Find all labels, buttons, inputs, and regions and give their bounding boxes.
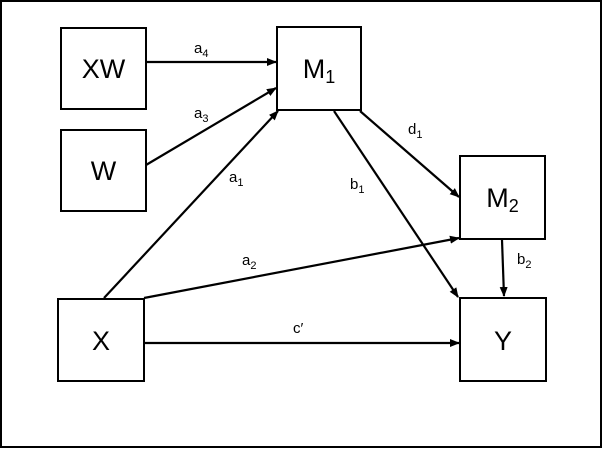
- edge-w-m1: [145, 87, 277, 166]
- node-m2-box: [459, 155, 546, 240]
- edge-label-b2: b2: [517, 251, 531, 271]
- node-m1: M1: [276, 26, 362, 111]
- node-m2-label: M2: [486, 183, 519, 216]
- edge-x-m2: [143, 235, 460, 300]
- node-y-label: Y: [494, 326, 512, 356]
- edge-m2-y: [499, 239, 508, 297]
- node-m1-box: [276, 26, 362, 111]
- node-xw-box: [60, 27, 147, 110]
- edge-x-m1: [103, 110, 279, 299]
- edge-label-a4: a4: [194, 40, 208, 60]
- node-m2: M2: [459, 155, 546, 240]
- node-w: W: [60, 129, 147, 212]
- edge-label-a2: a2: [242, 252, 256, 272]
- node-x-label: X: [92, 326, 110, 356]
- edge-label-a3: a3: [194, 105, 208, 125]
- edge-label-b1: b1: [350, 176, 364, 196]
- node-xw: XW: [60, 27, 147, 110]
- node-y: Y: [459, 297, 547, 382]
- node-y-box: [459, 297, 547, 382]
- node-w-label: W: [91, 156, 117, 186]
- edge-label-a1: a1: [229, 169, 243, 189]
- edge-m1-y: [333, 110, 459, 298]
- edge-m1-m2: [359, 110, 460, 198]
- node-m1-label: M1: [303, 54, 336, 87]
- node-x-box: [57, 298, 145, 382]
- node-w-box: [60, 129, 147, 212]
- node-x: X: [57, 298, 145, 382]
- node-xw-label: XW: [82, 54, 126, 84]
- edge-label-cprime: c′: [293, 320, 304, 337]
- edge-label-d1: d1: [408, 121, 422, 141]
